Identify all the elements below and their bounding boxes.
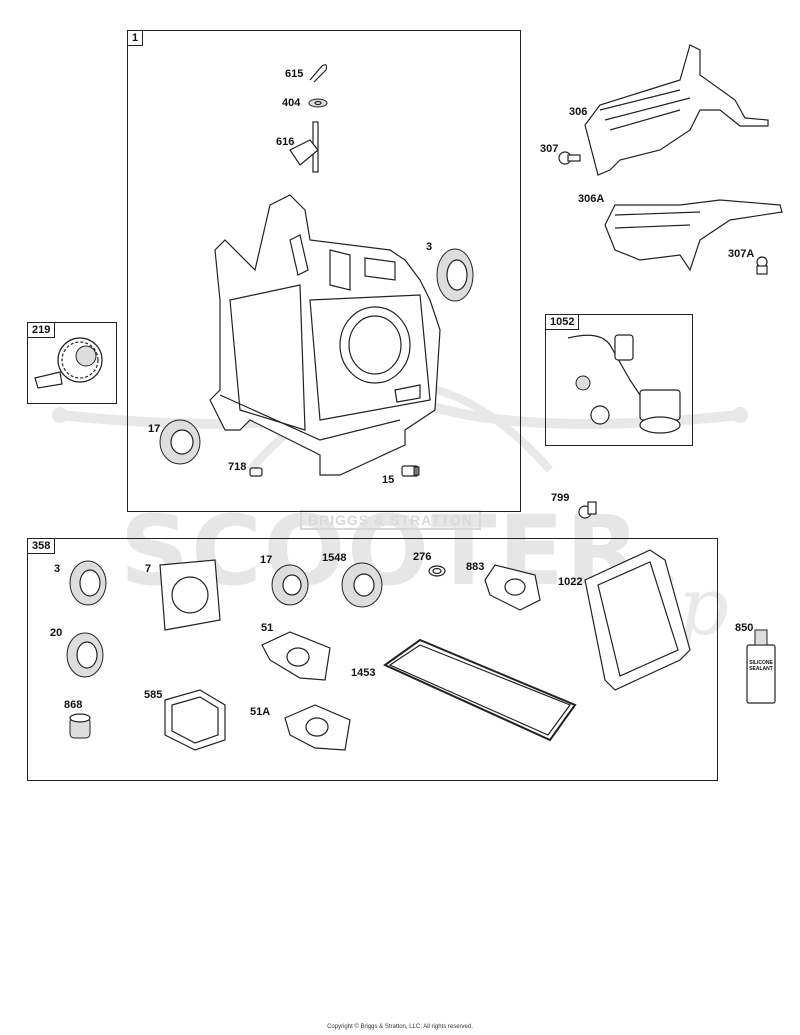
- gasket-set-box: 358: [27, 538, 718, 781]
- screw-799: [578, 501, 597, 519]
- label-883: 883: [466, 561, 485, 573]
- copyright-notice: Copyright © Briggs & Stratton, LLC. All …: [327, 1024, 473, 1030]
- bearing-17: [159, 419, 201, 465]
- cover-gasket-585: [164, 689, 226, 751]
- shroud-306: [584, 44, 769, 176]
- label-7: 7: [145, 563, 152, 575]
- gasket-51: [261, 631, 331, 681]
- washer-276: [428, 565, 446, 577]
- gasket-51a: [284, 704, 351, 751]
- label-17-block: 17: [148, 423, 161, 435]
- oil-seal-3: [436, 248, 474, 302]
- box-tag-358: 358: [27, 538, 56, 554]
- label-850: 850: [735, 622, 754, 634]
- oil-sensor-box: 1052: [545, 314, 693, 446]
- label-306a: 306A: [578, 193, 605, 205]
- label-615: 615: [285, 68, 304, 80]
- label-3-block: 3: [426, 241, 433, 253]
- label-585: 585: [144, 689, 163, 701]
- box-tag-219: 219: [27, 322, 56, 338]
- gasket-883: [484, 564, 541, 611]
- sealant-tube-text: SILICONE SEALANT: [749, 660, 773, 672]
- oil-seal-3-set: [69, 560, 107, 606]
- shroud-306a: [604, 199, 783, 272]
- label-276: 276: [413, 551, 432, 563]
- belt-gasket-1453: [383, 638, 577, 742]
- box-tag-1052: 1052: [545, 314, 580, 330]
- label-306: 306: [569, 106, 588, 118]
- label-1022: 1022: [558, 576, 583, 588]
- screw-307a: [756, 256, 768, 275]
- label-868: 868: [64, 699, 83, 711]
- label-404: 404: [282, 97, 301, 109]
- sealant-tube-850: [746, 629, 776, 704]
- label-51a: 51A: [250, 706, 271, 718]
- head-gasket-7: [159, 559, 221, 631]
- gasket-1022: [584, 549, 691, 691]
- governor-shaft-616: [289, 121, 319, 173]
- label-718: 718: [228, 461, 247, 473]
- bearing-17-set: [271, 564, 309, 606]
- box-tag-1: 1: [127, 30, 144, 46]
- label-1548: 1548: [322, 552, 347, 564]
- label-20: 20: [50, 627, 63, 639]
- washer-404: [308, 98, 328, 108]
- dowel-718: [249, 467, 263, 477]
- label-799: 799: [551, 492, 570, 504]
- oil-seal-20: [66, 632, 104, 678]
- oil-sensor-1052: [567, 334, 681, 434]
- engine-block-box: 1: [127, 30, 521, 512]
- label-15: 15: [382, 474, 395, 486]
- label-307a: 307A: [728, 248, 755, 260]
- label-51: 51: [261, 622, 274, 634]
- cotter-pin-615: [309, 64, 328, 83]
- valve-seal-868: [69, 713, 91, 739]
- cam-gear-219: [34, 337, 103, 389]
- label-3-set: 3: [54, 563, 61, 575]
- label-1453: 1453: [351, 667, 376, 679]
- screw-307: [558, 151, 581, 165]
- bearing-1548: [341, 562, 383, 608]
- label-616: 616: [276, 136, 295, 148]
- label-307: 307: [540, 143, 559, 155]
- cam-gear-box: 219: [27, 322, 117, 404]
- plug-15: [401, 465, 420, 477]
- crankcase-block: [209, 194, 441, 476]
- label-17-set: 17: [260, 554, 273, 566]
